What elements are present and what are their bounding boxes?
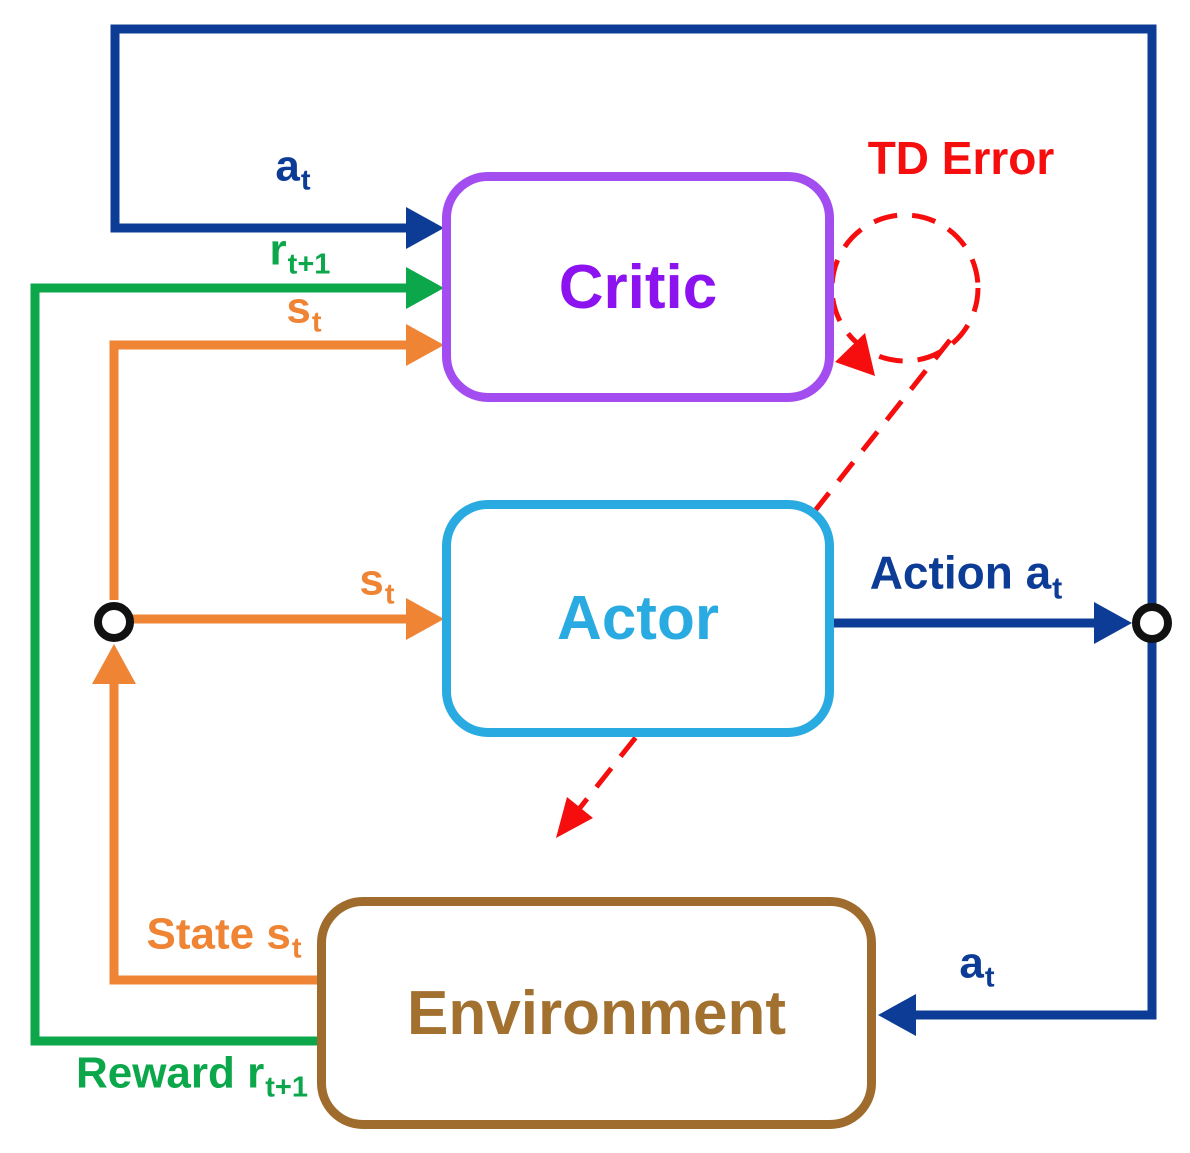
- action-arrowhead-to-environment-icon: [878, 994, 916, 1036]
- action-feedback-loop-line: [110, 24, 1157, 1020]
- label-td-error: TD Error: [868, 135, 1055, 181]
- label-action-in-env: at: [959, 941, 994, 992]
- label-reward-out: Reward rt+1: [76, 1051, 308, 1102]
- label-main: s: [286, 283, 311, 333]
- environment-box: Environment: [317, 897, 876, 1129]
- label-action-at-top: at: [275, 144, 310, 195]
- state-arrowhead-to-critic-icon: [406, 324, 444, 366]
- label-sub: t: [984, 961, 995, 994]
- label-sub: t: [300, 164, 311, 197]
- label-main: a: [959, 938, 984, 988]
- label-sub: t: [311, 306, 322, 339]
- label-main: State s: [146, 909, 291, 959]
- label-state-in-critic: st: [286, 286, 321, 337]
- junction-node-left: [94, 602, 134, 642]
- critic-box: Critic: [442, 172, 834, 402]
- label-main: s: [359, 555, 384, 605]
- label-main: Reward r: [75, 1048, 265, 1098]
- state-arrowhead-to-node-icon: [92, 644, 136, 684]
- td-error-dashed-line: [566, 338, 952, 825]
- state-line-to-critic: [109, 340, 420, 600]
- label-state-in-actor: st: [359, 558, 394, 609]
- reward-arrowhead-to-critic-icon: [406, 267, 444, 309]
- label-sub: t+1: [265, 1071, 309, 1104]
- actor-box: Actor: [442, 500, 834, 737]
- label-main: a: [275, 141, 300, 191]
- label-main: TD Error: [867, 132, 1055, 184]
- label-sub: t: [384, 578, 395, 611]
- label-main: Action a: [869, 546, 1052, 599]
- action-arrowhead-to-node-icon: [1094, 602, 1132, 644]
- label-reward-in: rt+1: [270, 228, 331, 279]
- critic-box-label: Critic: [558, 252, 718, 322]
- action-arrowhead-to-critic-icon: [406, 207, 444, 249]
- actor-box-label: Actor: [557, 584, 719, 653]
- td-error-arrowhead-to-critic-icon: [835, 333, 875, 376]
- td-error-dashed-loop: [829, 212, 981, 364]
- junction-node-right: [1132, 603, 1172, 643]
- td-error-arrowhead-to-actor-icon: [556, 797, 593, 838]
- state-arrowhead-to-actor-icon: [406, 598, 444, 640]
- label-sub: t: [291, 932, 302, 965]
- label-action-out: Action at: [870, 549, 1063, 604]
- state-line-from-environment: [109, 672, 322, 985]
- label-sub: t+1: [287, 248, 331, 281]
- reward-line: [30, 283, 420, 1046]
- label-state-out: State st: [147, 912, 302, 963]
- label-sub: t: [1052, 572, 1063, 606]
- environment-box-label: Environment: [407, 978, 786, 1048]
- label-main: r: [269, 225, 287, 275]
